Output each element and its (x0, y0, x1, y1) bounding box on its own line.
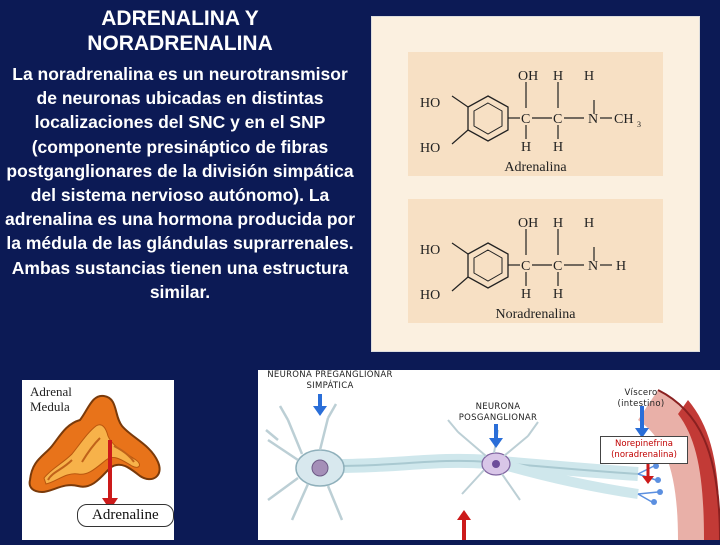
adrenaline-h-bot-1: H (521, 140, 531, 155)
preganglionic-line-1: NEURONA PREGANGLIONAR (267, 370, 393, 380)
adrenaline-h-top-2: H (553, 69, 563, 84)
postganglionic-line-2: POSGANGLIONAR (458, 413, 538, 423)
norepinephrine-label: Norepinefrina (noradrenalina) (600, 436, 688, 464)
adrenal-gland-figure: Adrenal Medula Adrenaline (22, 380, 174, 540)
adrenaline-structure: HO HO OH H H C C N CH 3 H H (408, 52, 663, 176)
adrenaline-terminal-sub: 3 (637, 120, 641, 129)
preganglionic-label: NEURONA PREGANGLIONAR SIMPÁTICA (260, 370, 400, 392)
preganglionic-line-2: SIMPÁTICA (306, 381, 354, 391)
postganglionic-label: NEURONA POSGANGLIONAR (448, 402, 548, 424)
adrenal-gland-illustration (28, 394, 161, 510)
viscera-line-2: (intestino) (617, 399, 665, 409)
noradrenaline-ho-bottom: HO (420, 288, 440, 303)
noradrenaline-caption: Noradrenalina (495, 307, 576, 322)
adrenaline-ho-bottom: HO (420, 141, 440, 156)
noradrenaline-h-bot-1: H (521, 287, 531, 302)
adrenaline-terminal: CH (614, 112, 633, 127)
neuron-illustration (265, 389, 720, 540)
adrenaline-label: Adrenaline (77, 504, 174, 527)
slide-title: ADRENALINA Y NORADRENALINA (4, 6, 356, 56)
sympathetic-neuron-figure: NEURONA PREGANGLIONAR SIMPÁTICA NEURONA … (258, 370, 720, 540)
noradrenaline-c1: C (521, 259, 530, 274)
noradrenaline-oh: OH (518, 216, 538, 231)
viscera-line-1: Víscero (624, 388, 658, 398)
chemical-structures-figure: HO HO OH H H C C N CH 3 H H Adrenalina (371, 16, 700, 352)
adrenaline-ho-top: HO (420, 96, 440, 111)
adrenaline-caption: Adrenalina (504, 160, 567, 175)
adrenal-label: Adrenal (30, 384, 72, 399)
adrenaline-h-bot-2: H (553, 140, 563, 155)
noradrenaline-terminal: H (616, 259, 626, 274)
noradrenaline-ho-top: HO (420, 243, 440, 258)
title-line-1: ADRENALINA Y (101, 7, 259, 30)
title-line-2: NORADRENALINA (87, 32, 273, 55)
body-paragraph: La noradrenalina es un neurotransmisor d… (4, 64, 356, 302)
noradrenaline-h-bot-2: H (553, 287, 563, 302)
adrenaline-oh: OH (518, 69, 538, 84)
norepinephrine-line-2: (noradrenalina) (611, 450, 677, 460)
postganglionic-line-1: NEURONA (475, 402, 521, 412)
noradrenaline-n: N (588, 259, 598, 274)
adrenaline-n: N (588, 112, 598, 127)
norepinephrine-line-1: Norepinefrina (615, 439, 673, 449)
noradrenaline-c2: C (553, 259, 562, 274)
medula-label: Medula (30, 399, 70, 414)
noradrenaline-structure: HO HO OH H H C C N H H H (408, 199, 663, 323)
viscera-label: Víscero (intestino) (606, 388, 676, 410)
noradrenaline-h-top-2: H (553, 216, 563, 231)
adrenaline-h-top-3: H (584, 69, 594, 84)
adrenaline-c1: C (521, 112, 530, 127)
adrenaline-c2: C (553, 112, 562, 127)
noradrenaline-h-top-3: H (584, 216, 594, 231)
